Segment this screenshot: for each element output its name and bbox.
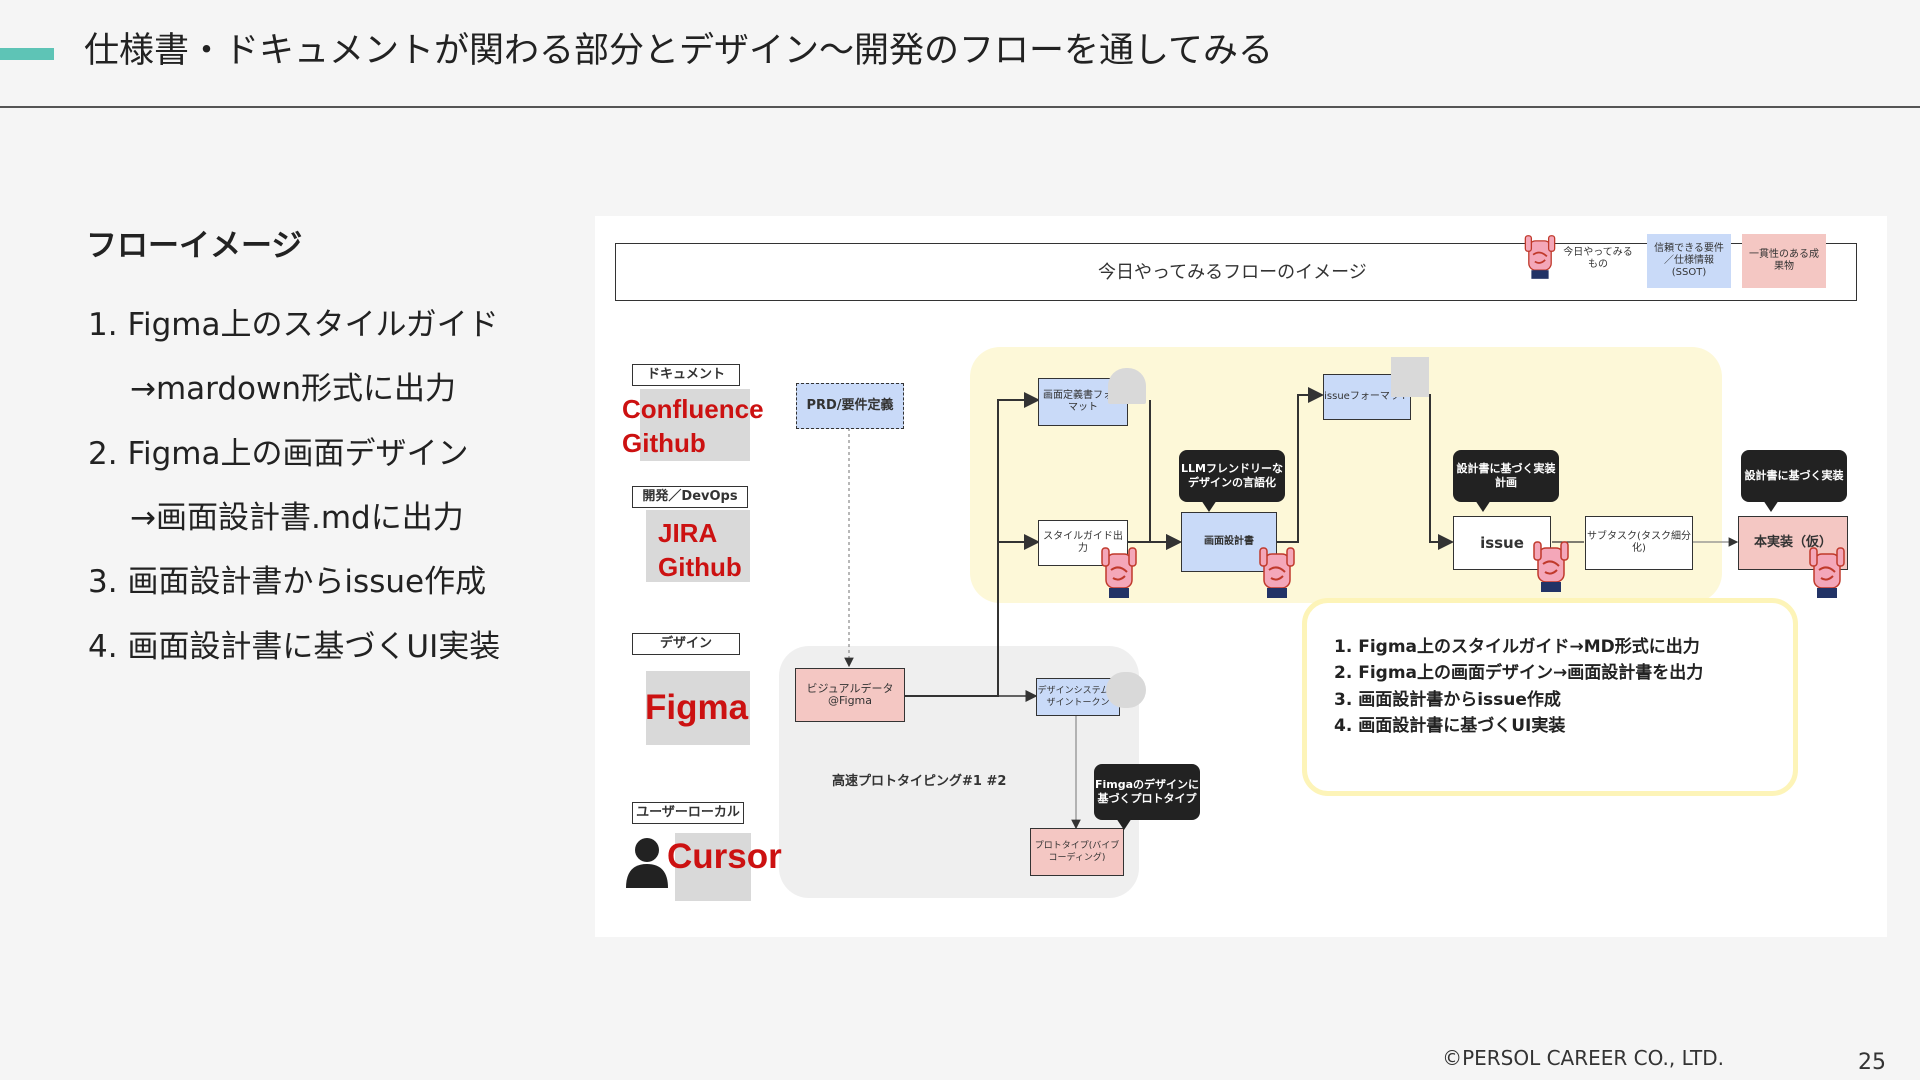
jira-logo-placeholder bbox=[646, 510, 750, 582]
confluence-logo-placeholder bbox=[640, 389, 750, 461]
node-screen-spec: 画面設計書 bbox=[1181, 512, 1277, 572]
category-document: ドキュメント bbox=[632, 364, 740, 386]
category-design: デザイン bbox=[632, 633, 740, 655]
mascot-hand-icon bbox=[1809, 547, 1845, 598]
list-item-1: 1. Figma上のスタイルガイド bbox=[88, 299, 499, 344]
category-devops: 開発／DevOps bbox=[632, 486, 748, 508]
tool-confluence: Confluence bbox=[622, 394, 764, 424]
node-visual-data: ビジュアルデータ@Figma bbox=[795, 668, 905, 722]
mascot-hand-icon bbox=[1533, 541, 1569, 592]
bubble-llm: LLMフレンドリーなデザインの言語化 bbox=[1179, 450, 1285, 512]
list-text: 画面設計書に基づくUI実装 bbox=[127, 629, 501, 665]
slide-title: 仕様書・ドキュメントが関わる部分とデザイン〜開発のフローを通してみる bbox=[84, 31, 1273, 71]
list-num: 2. bbox=[88, 436, 118, 472]
list-item-3: 3. 画面設計書からissue作成 bbox=[88, 556, 486, 601]
summary-item-3: 3. 画面設計書からissue作成 bbox=[1334, 690, 1561, 710]
tool-github-docs: Github bbox=[622, 428, 706, 458]
list-num: 3. bbox=[88, 564, 118, 600]
flow-heading: フローイメージ bbox=[86, 228, 303, 264]
summary-item-1: 1. Figma上のスタイルガイド→MD形式に出力 bbox=[1334, 637, 1700, 657]
screen-format-icon-placeholder bbox=[1108, 368, 1146, 404]
bubble-figma-proto: Fimgaのデザインに基づくプロトタイプ bbox=[1094, 764, 1200, 830]
mascot-hand-icon bbox=[1259, 547, 1295, 598]
legend-output-label: 一貫性のある成果物 bbox=[1749, 249, 1819, 272]
list-item-4: 4. 画面設計書に基づくUI実装 bbox=[88, 621, 500, 666]
node-prd: PRD/要件定義 bbox=[796, 383, 904, 429]
tool-cursor: Cursor bbox=[667, 837, 782, 876]
list-text: Figma上のスタイルガイド bbox=[127, 307, 499, 343]
title-divider bbox=[0, 106, 1920, 108]
bubble-plan: 設計書に基づく実装計画 bbox=[1453, 450, 1559, 512]
summary-list-box bbox=[1302, 598, 1798, 796]
user-silhouette-icon bbox=[626, 838, 668, 888]
diagram-header-text: 今日やってみるフローのイメージ bbox=[1098, 262, 1367, 283]
list-text: Figma上の画面デザイン bbox=[127, 436, 469, 472]
design-system-icon-placeholder bbox=[1106, 672, 1146, 708]
summary-item-2: 2. Figma上の画面デザイン→画面設計書を出力 bbox=[1334, 663, 1704, 683]
list-item-2-sub: →画面設計書.mdに出力 bbox=[130, 500, 464, 536]
node-subtask: サブタスク(タスク細分化) bbox=[1585, 516, 1693, 570]
tool-figma: Figma bbox=[645, 688, 749, 727]
legend-output-swatch bbox=[1742, 234, 1826, 288]
list-text: 画面設計書からissue作成 bbox=[127, 564, 487, 600]
list-num: 4. bbox=[88, 629, 118, 665]
legend-ssot-swatch bbox=[1647, 234, 1731, 288]
bubble-impl: 設計書に基づく実装 bbox=[1741, 450, 1847, 512]
node-prototype: プロトタイプ(バイブコーディング) bbox=[1030, 828, 1124, 876]
list-item-1-sub: →mardown形式に出力 bbox=[130, 371, 457, 407]
list-num: 1. bbox=[88, 307, 118, 343]
mascot-hand-icon bbox=[1101, 547, 1137, 598]
figma-logo-placeholder bbox=[646, 671, 750, 745]
tool-jira: JIRA bbox=[658, 518, 718, 548]
rapid-prototyping-label: 高速プロトタイピング#1 #2 bbox=[832, 774, 1007, 789]
copyright: ©PERSOL CAREER CO., LTD. bbox=[1442, 1046, 1724, 1070]
mascot-hand-icon bbox=[1524, 235, 1556, 279]
legend-ssot-label: 信頼できる要件／仕様情報(SSOT) bbox=[1654, 243, 1724, 278]
list-item-2: 2. Figma上の画面デザイン bbox=[88, 428, 469, 473]
cursor-logo-placeholder bbox=[675, 833, 751, 901]
issue-format-icon-placeholder bbox=[1391, 357, 1429, 397]
category-local: ユーザーローカル bbox=[632, 802, 744, 824]
page-number: 25 bbox=[1858, 1050, 1886, 1075]
tool-github-devops: Github bbox=[658, 552, 742, 582]
summary-item-4: 4. 画面設計書に基づくUI実装 bbox=[1334, 716, 1566, 736]
title-accent-bar bbox=[0, 48, 54, 60]
legend-mascot-label: 今日やってみるもの bbox=[1563, 247, 1633, 270]
